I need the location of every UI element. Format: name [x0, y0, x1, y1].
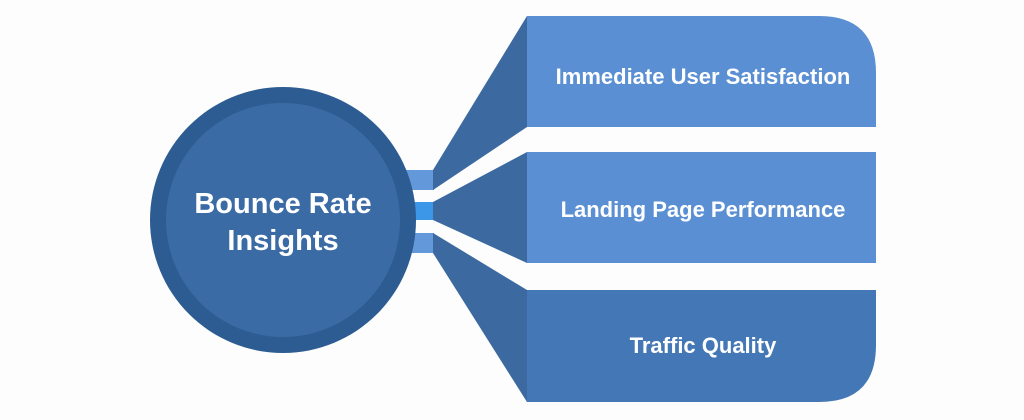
- funnel-wedge-bottom: [433, 233, 527, 402]
- funnel-wedge-middle: [433, 152, 527, 263]
- branch-box-landing-page-performance: [527, 152, 876, 263]
- hub-title-line2: Insights: [227, 225, 338, 257]
- branch-box-traffic-quality: [527, 290, 876, 402]
- branch-label-landing-page-performance: Landing Page Performance: [561, 197, 846, 222]
- branch-box-immediate-user-satisfaction: [527, 16, 876, 127]
- funnel-wedge-top: [433, 16, 527, 190]
- hub-circle-inner: [166, 103, 400, 337]
- branch-label-immediate-user-satisfaction: Immediate User Satisfaction: [556, 64, 851, 89]
- connector-stripe-top: [404, 170, 434, 190]
- hub-title-line1: Bounce Rate: [194, 188, 371, 220]
- branch-label-traffic-quality: Traffic Quality: [630, 333, 777, 358]
